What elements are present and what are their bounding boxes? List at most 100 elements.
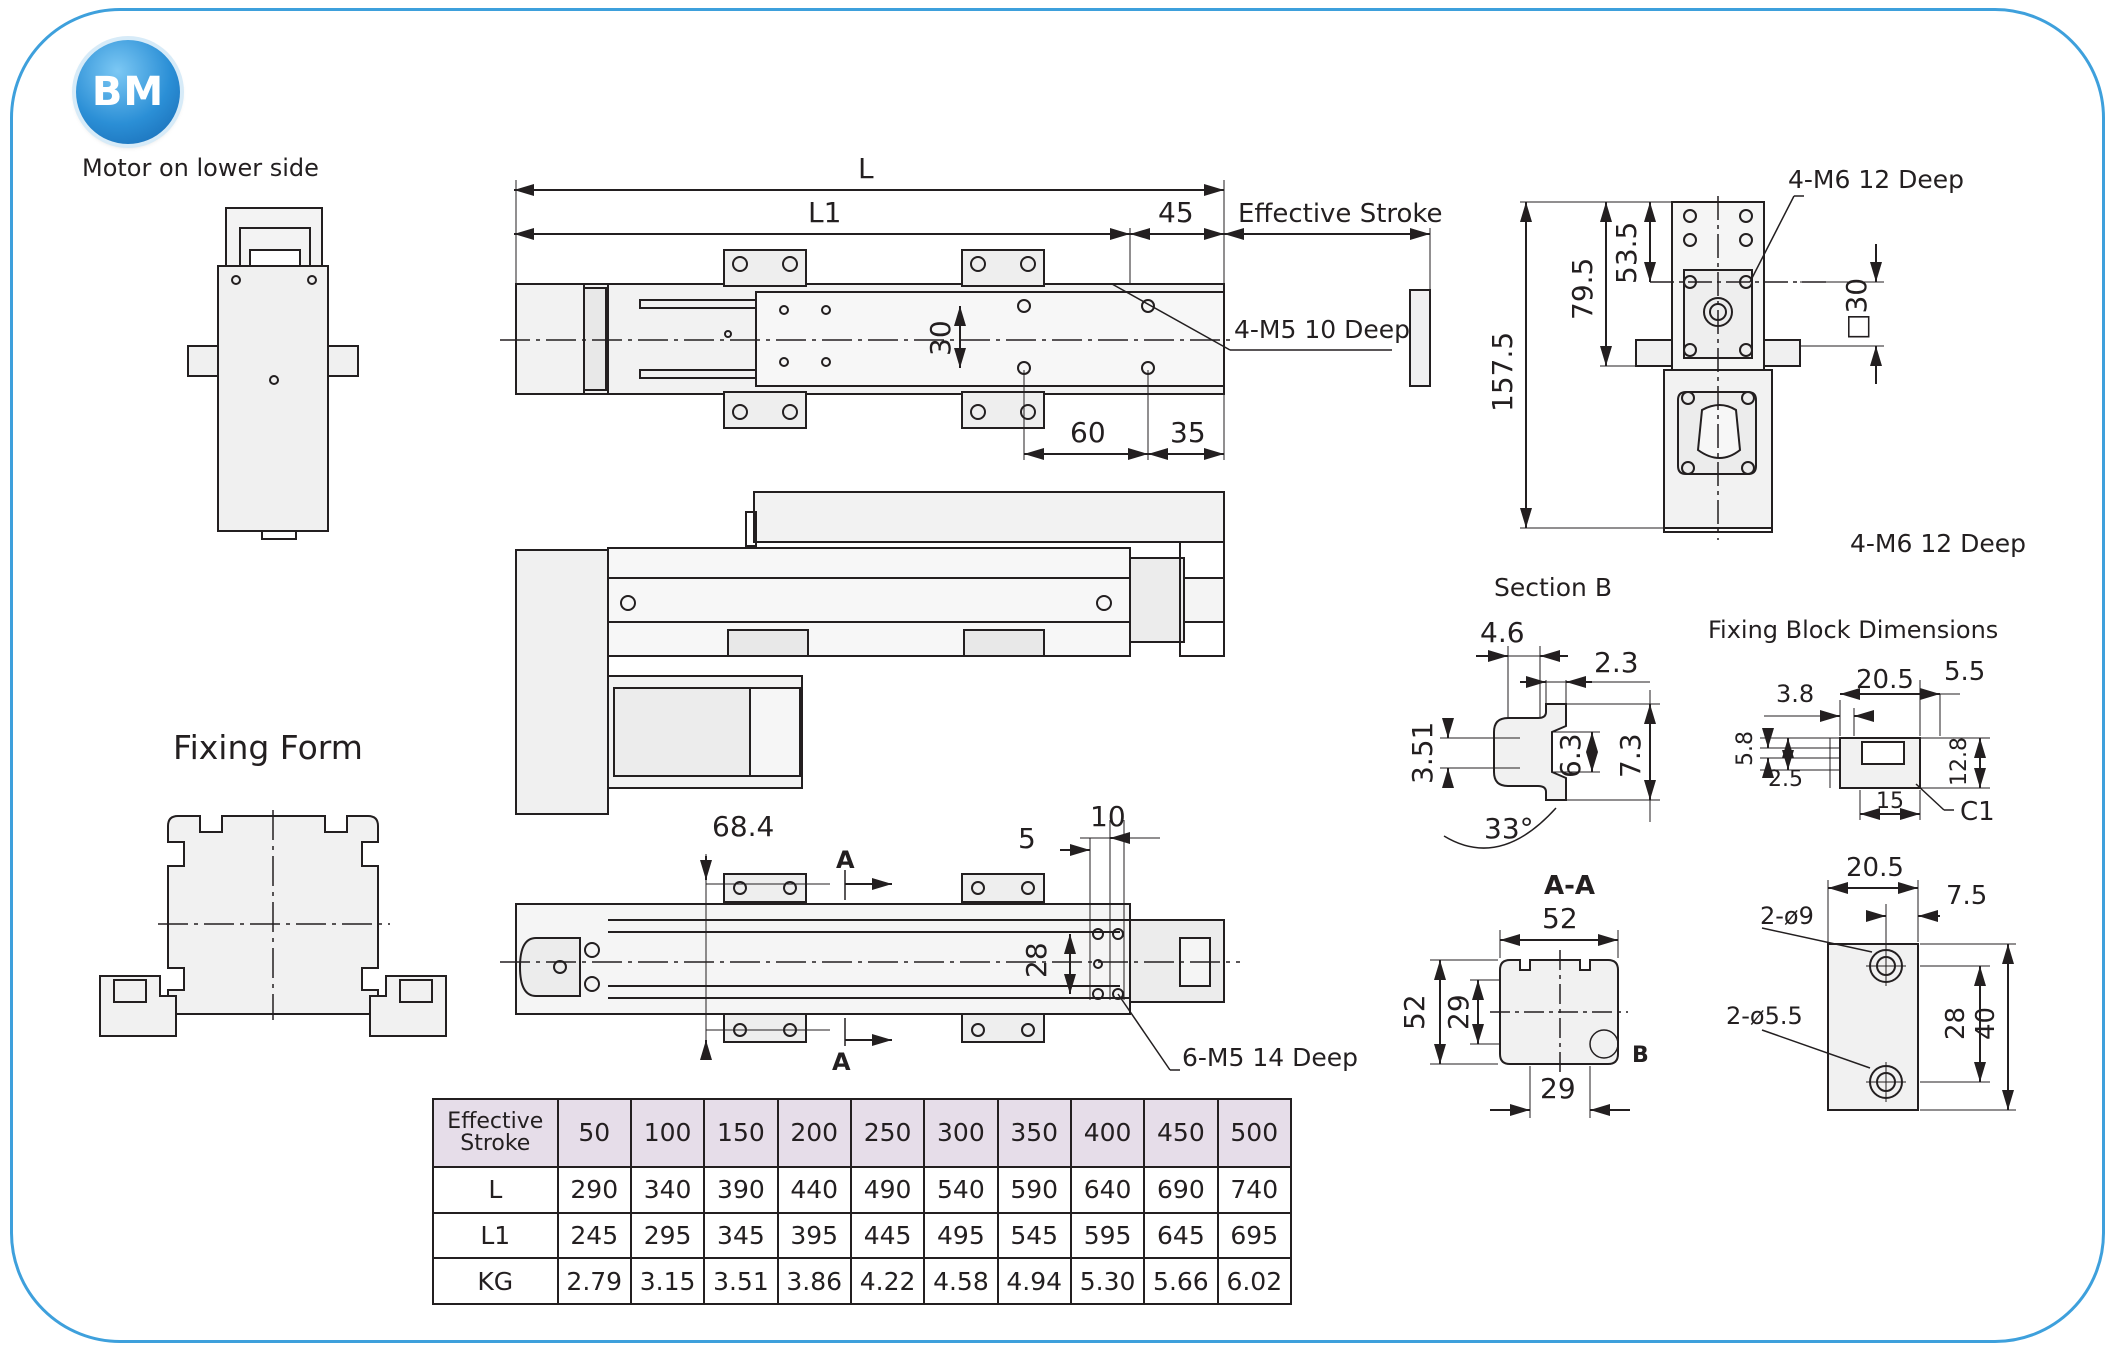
dim-20-5-plan: 20.5 xyxy=(1846,853,1904,883)
motor-side-view xyxy=(187,207,359,540)
dim-3-51: 3.51 xyxy=(1406,722,1439,784)
spec-row-KG: KG 2.79 3.15 3.51 3.86 4.22 4.58 4.94 5.… xyxy=(432,1257,1293,1305)
table-cell: 440 xyxy=(776,1165,852,1214)
dim-sq30: □30 xyxy=(1840,278,1873,340)
dim-c1: C1 xyxy=(1960,797,1995,827)
table-cell: 290 xyxy=(556,1165,632,1214)
dim-10: 10 xyxy=(1090,800,1126,833)
fixing-block-profile xyxy=(1760,680,1990,820)
table-cell: 590 xyxy=(996,1165,1072,1214)
table-cell: 245 xyxy=(556,1211,632,1260)
logo-text: BM xyxy=(91,69,165,115)
fixing-block-caption: Fixing Block Dimensions xyxy=(1708,616,1998,644)
dim-angle-33: 33° xyxy=(1484,812,1534,845)
dim-L: L xyxy=(858,152,874,185)
note-4m5: 4-M5 10 Deep xyxy=(1234,315,1410,344)
table-cell: 690 xyxy=(1143,1165,1219,1214)
row-label: L xyxy=(432,1165,559,1214)
motor-side-caption: Motor on lower side xyxy=(82,154,319,182)
table-cell: 2.79 xyxy=(556,1257,632,1305)
dim-79-5: 79.5 xyxy=(1566,258,1599,320)
table-cell: 340 xyxy=(629,1165,706,1214)
dim-5: 5 xyxy=(1018,822,1036,855)
table-cell: 540 xyxy=(923,1165,999,1214)
table-cell: 4.22 xyxy=(849,1257,926,1305)
table-cell: 4.94 xyxy=(996,1257,1072,1305)
dim-12-8: 12.8 xyxy=(1947,737,1972,786)
dim-7-5: 7.5 xyxy=(1946,881,1987,911)
dim-35: 35 xyxy=(1170,416,1206,449)
dim-5-8: 5.8 xyxy=(1733,731,1758,766)
spec-header-row: Effective Stroke 50 100 150 200 250 300 … xyxy=(432,1098,1293,1168)
dim-30-top: 30 xyxy=(924,320,957,356)
table-cell: 295 xyxy=(629,1211,706,1260)
stroke-cell: 500 xyxy=(1216,1098,1293,1168)
dim-6-3: 6.3 xyxy=(1554,733,1587,778)
side-elevation-view xyxy=(515,491,1225,815)
section-b-mark: B xyxy=(1632,1043,1649,1068)
brand-logo: BM xyxy=(76,40,180,144)
dim-2-5: 2.5 xyxy=(1768,767,1803,792)
dim-52-w: 52 xyxy=(1542,902,1578,935)
dim-68-4: 68.4 xyxy=(712,810,774,843)
table-cell: 395 xyxy=(776,1211,852,1260)
table-cell: 640 xyxy=(1069,1165,1146,1214)
table-cell: 390 xyxy=(703,1165,779,1214)
note-4m6-bottom: 4-M6 12 Deep xyxy=(1850,529,2026,558)
table-cell: 4.58 xyxy=(923,1257,999,1305)
bottom-plan-view xyxy=(500,820,1240,1071)
dim-3-8: 3.8 xyxy=(1776,680,1814,708)
header-label-line2: Stroke xyxy=(460,1130,531,1156)
stroke-cell: 100 xyxy=(629,1098,706,1168)
section-mark-a-top: A xyxy=(836,846,855,874)
section-b-caption: Section B xyxy=(1494,573,1612,602)
table-cell: 490 xyxy=(849,1165,926,1214)
spec-table: Effective Stroke 50 100 150 200 250 300 … xyxy=(432,1098,1293,1305)
dim-157-5: 157.5 xyxy=(1486,332,1519,412)
top-plan-view xyxy=(500,180,1431,460)
fixing-form-caption: Fixing Form xyxy=(173,728,363,767)
dim-28-bottom: 28 xyxy=(1020,942,1053,978)
table-cell: 645 xyxy=(1143,1211,1219,1260)
dim-15: 15 xyxy=(1876,789,1904,814)
table-cell: 345 xyxy=(703,1211,779,1260)
stroke-cell: 150 xyxy=(703,1098,779,1168)
fixing-block-plan xyxy=(1761,880,2016,1111)
table-cell: 695 xyxy=(1216,1211,1293,1260)
stroke-cell: 400 xyxy=(1069,1098,1146,1168)
dim-45: 45 xyxy=(1158,196,1194,229)
dim-2-3: 2.3 xyxy=(1594,646,1639,679)
stroke-cell: 350 xyxy=(996,1098,1072,1168)
stroke-cell: 450 xyxy=(1143,1098,1219,1168)
stroke-cell: 50 xyxy=(556,1098,632,1168)
dim-20-5-top: 20.5 xyxy=(1856,665,1914,695)
table-cell: 3.15 xyxy=(629,1257,706,1305)
dim-40: 40 xyxy=(1971,1007,2001,1040)
section-mark-a-bottom: A xyxy=(832,1048,851,1076)
header-label-line1: Effective xyxy=(447,1108,544,1134)
stroke-cell: 300 xyxy=(923,1098,999,1168)
dim-phi5-5: 2-ø5.5 xyxy=(1726,1002,1803,1030)
table-cell: 3.86 xyxy=(776,1257,852,1305)
row-label: KG xyxy=(432,1257,559,1305)
aa-caption: A-A xyxy=(1544,871,1595,901)
dim-29-v: 29 xyxy=(1442,994,1475,1030)
dim-60: 60 xyxy=(1070,416,1106,449)
table-cell: 495 xyxy=(923,1211,999,1260)
table-cell: 740 xyxy=(1216,1165,1293,1214)
spec-row-L: L 290 340 390 440 490 540 590 640 690 74… xyxy=(432,1165,1293,1214)
spec-row-L1: L1 245 295 345 395 445 495 545 595 645 6… xyxy=(432,1211,1293,1260)
stroke-cell: 200 xyxy=(776,1098,852,1168)
row-label: L1 xyxy=(432,1211,559,1260)
table-cell: 3.51 xyxy=(703,1257,779,1305)
table-cell: 595 xyxy=(1069,1211,1146,1260)
dim-29-h: 29 xyxy=(1540,1072,1576,1105)
page-frame xyxy=(10,8,2105,1343)
fixing-form-profile xyxy=(99,810,447,1037)
table-cell: 6.02 xyxy=(1216,1257,1293,1305)
table-cell: 5.66 xyxy=(1143,1257,1219,1305)
effective-stroke-label: Effective Stroke xyxy=(1238,199,1443,229)
note-4m6-top: 4-M6 12 Deep xyxy=(1788,165,1964,194)
dim-L1: L1 xyxy=(808,196,841,229)
table-cell: 445 xyxy=(849,1211,926,1260)
